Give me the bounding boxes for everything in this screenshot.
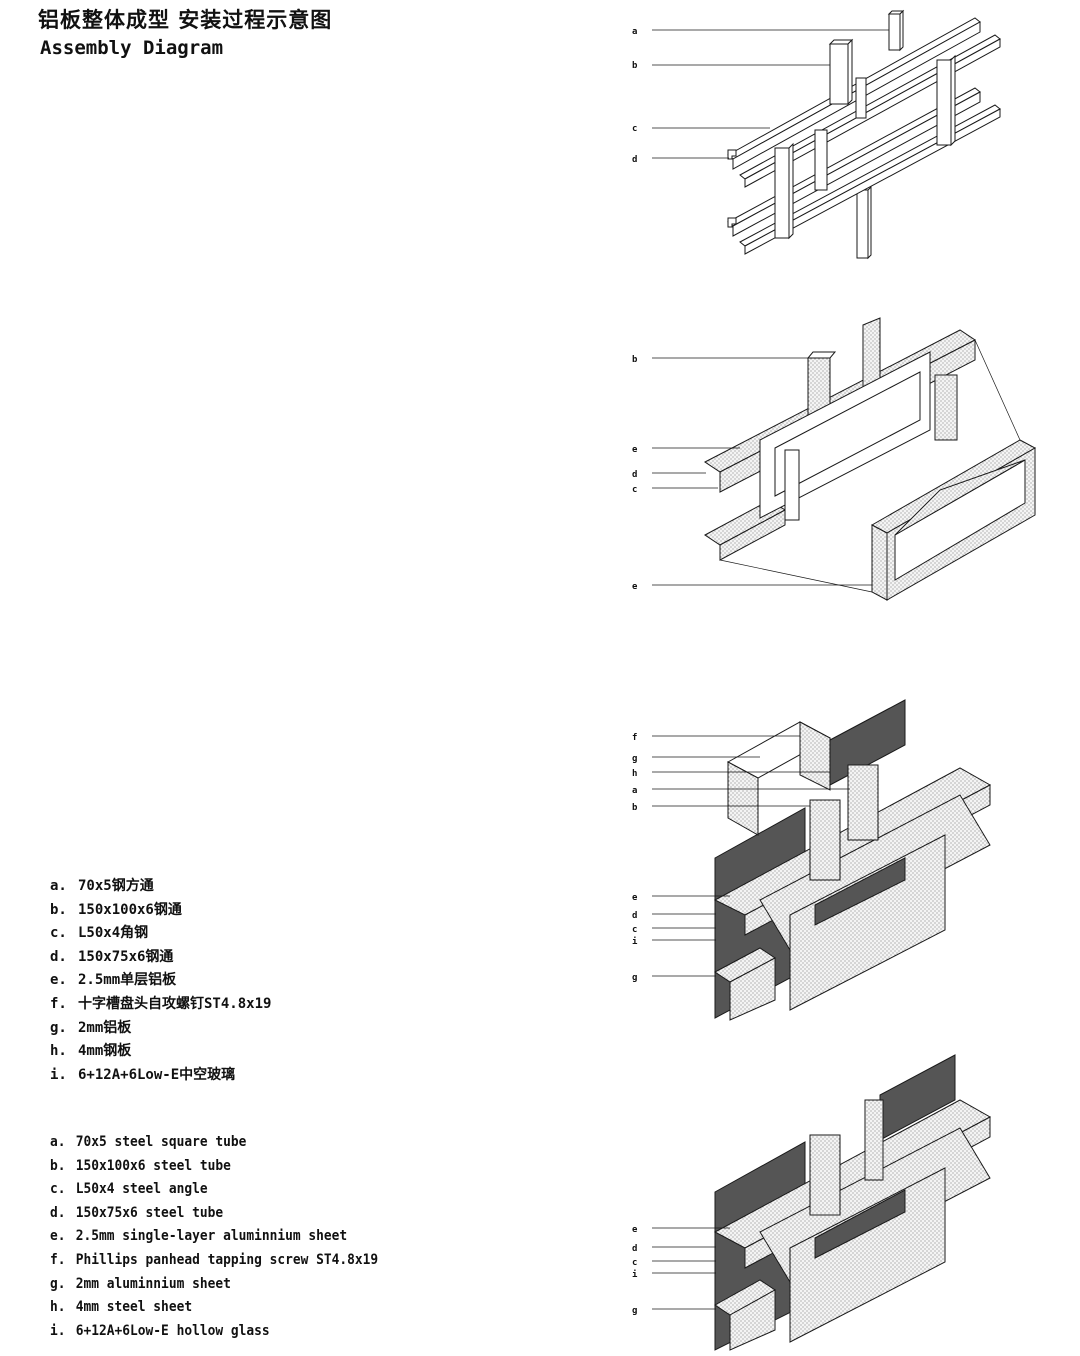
legend-item: b. 150x100x6钢通 <box>50 899 271 923</box>
legend-item: i. 6+12A+6Low-E hollow glass <box>50 1320 378 1344</box>
legend-key: c. <box>50 1181 66 1198</box>
legend-key: d. <box>50 948 67 965</box>
legend-text: 6+12A+6Low-E中空玻璃 <box>78 1066 236 1083</box>
legend-text: 150x75x6 steel tube <box>75 1204 224 1221</box>
legend-text: 70x5 steel square tube <box>75 1134 247 1150</box>
legend-item: d. 150x75x6钢通 <box>50 946 271 970</box>
legend-text: 2.5mm single-layer aluminnium sheet <box>75 1228 348 1245</box>
callout-i: i <box>632 936 638 947</box>
callout-g: g <box>632 1306 637 1316</box>
legend-text: 70x5钢方通 <box>78 878 154 894</box>
legend-text: L50x4 steel angle <box>75 1181 208 1198</box>
callout-c: c <box>632 124 637 134</box>
leader-lines <box>652 29 889 159</box>
legend-item: h. 4mm steel sheet <box>50 1296 378 1320</box>
leader-lines-step3 <box>652 735 850 977</box>
legend-item: d. 150x75x6 steel tube <box>50 1202 378 1226</box>
box-panel-e <box>870 439 1037 601</box>
legend-key: b. <box>50 1157 66 1174</box>
callout-c: c <box>632 1258 637 1268</box>
legend-text: 2mm aluminnium sheet <box>75 1275 231 1292</box>
step2-panel <box>652 317 1037 601</box>
legend-key: i. <box>50 1066 67 1083</box>
callout-i: i <box>632 1269 638 1280</box>
step4-complete <box>652 1054 992 1351</box>
legend-item: h. 4mm钢板 <box>50 1040 271 1064</box>
callout-d: d <box>632 155 637 165</box>
legend-text: 150x100x6钢通 <box>78 901 182 918</box>
legend-key: e. <box>50 1228 66 1245</box>
callout-e: e <box>632 893 638 903</box>
legend-key: a. <box>50 878 67 894</box>
legend-text: 4mm钢板 <box>78 1043 132 1060</box>
legend-text: Phillips panhead tapping screw ST4.8x19 <box>75 1251 379 1268</box>
callout-h: h <box>632 769 637 779</box>
legend-text: L50x4角钢 <box>78 925 149 942</box>
callout-a: a <box>632 786 637 796</box>
legend-chinese: a. 70x5钢方通 b. 150x100x6钢通 c. L50x4角钢 d. 150x… <box>50 875 271 1087</box>
callout-e: e <box>632 582 638 592</box>
legend-key: h. <box>50 1043 67 1060</box>
legend-key: f. <box>50 995 67 1012</box>
legend-item: e. 2.5mm single-layer aluminnium sheet <box>50 1225 378 1249</box>
legend-text: 150x75x6钢通 <box>78 948 174 965</box>
legend-item: a. 70x5 steel square tube <box>50 1131 378 1155</box>
title-chinese: 铝板整体成型 安装过程示意图 <box>38 8 333 32</box>
legend-item: c. L50x4角钢 <box>50 922 271 946</box>
legend-item: i. 6+12A+6Low-E中空玻璃 <box>50 1064 271 1088</box>
legend-item: g. 2mm aluminnium sheet <box>50 1273 378 1297</box>
legend-english: a. 70x5 steel square tube b. 150x100x6 ste… <box>50 1131 407 1343</box>
callout-d: d <box>632 911 637 921</box>
callout-e: e <box>632 445 638 455</box>
callout-c: c <box>632 925 637 935</box>
legend-key: c. <box>50 925 67 942</box>
callout-b: b <box>632 61 638 71</box>
dashed-guides <box>719 339 1021 593</box>
legend-text: 6+12A+6Low-E hollow glass <box>75 1322 270 1339</box>
legend-key: g. <box>50 1019 67 1036</box>
legend-text: 2mm铝板 <box>78 1019 132 1036</box>
legend-item: c. L50x4 steel angle <box>50 1178 378 1202</box>
callout-f: f <box>632 733 637 743</box>
legend-text: 十字槽盘头自攻螺钉ST4.8x19 <box>78 995 272 1012</box>
callout-g: g <box>632 754 637 764</box>
callout-a: a <box>632 27 637 37</box>
legend-item: a. 70x5钢方通 <box>50 875 271 899</box>
legend-item: e. 2.5mm单层铝板 <box>50 969 271 993</box>
legend-text: 2.5mm单层铝板 <box>78 972 177 989</box>
title-english: Assembly Diagram <box>40 37 224 59</box>
callout-b: b <box>632 803 638 813</box>
callout-d: d <box>632 470 637 480</box>
inner-frame-step4 <box>789 1099 946 1343</box>
legend-key: i. <box>50 1322 66 1339</box>
legend-item: b. 150x100x6 steel tube <box>50 1155 378 1179</box>
legend-key: a. <box>50 1134 66 1150</box>
legend-key: d. <box>50 1204 66 1221</box>
step1-frame <box>652 9 1001 260</box>
callout-e: e <box>632 1225 638 1235</box>
legend-key: h. <box>50 1299 66 1316</box>
legend-key: e. <box>50 972 67 989</box>
leader-lines-step4 <box>652 1227 730 1310</box>
inner-frame-step3 <box>789 764 946 1011</box>
leader-lines-step2 <box>652 357 872 586</box>
legend-item: f. 十字槽盘头自攻螺钉ST4.8x19 <box>50 993 271 1017</box>
callout-d: d <box>632 1244 637 1254</box>
legend-item: f. Phillips panhead tapping screw ST4.8x1… <box>50 1249 378 1273</box>
legend-key: g. <box>50 1275 66 1292</box>
vertical-tube-a <box>856 9 905 260</box>
callout-c: c <box>632 485 637 495</box>
legend-key: f. <box>50 1251 66 1268</box>
legend-key: b. <box>50 901 67 918</box>
inner-frame <box>759 351 931 521</box>
legend-text: 150x100x6 steel tube <box>75 1157 231 1174</box>
vertical-tube-b-group <box>774 38 956 240</box>
cover-box <box>726 721 832 836</box>
legend-item: g. 2mm铝板 <box>50 1017 271 1041</box>
callout-g: g <box>632 973 637 983</box>
callout-b: b <box>632 355 638 365</box>
legend-text: 4mm steel sheet <box>75 1299 193 1316</box>
step3-assembly <box>652 699 992 1021</box>
